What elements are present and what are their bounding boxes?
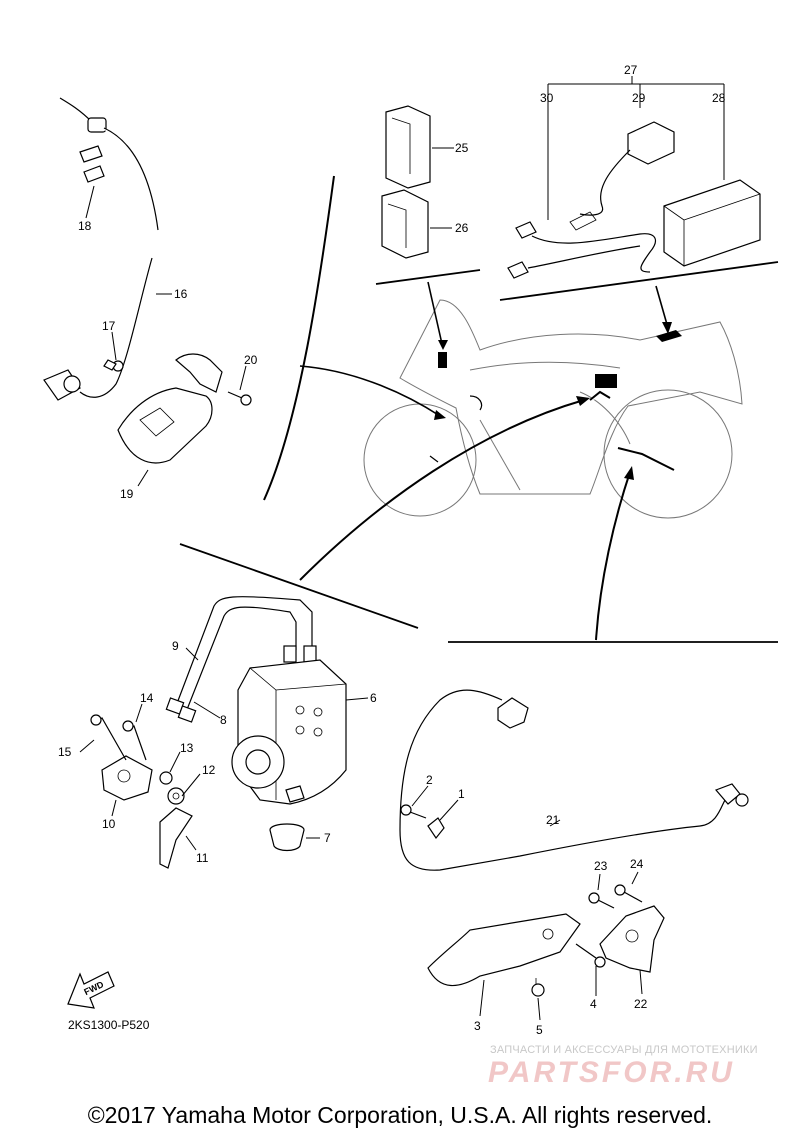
- rear-sensor-group: [399, 641, 778, 997]
- callout-8: 8: [220, 713, 227, 727]
- callout-4: 4: [590, 997, 597, 1011]
- screw-5: [531, 978, 545, 997]
- callout-5: 5: [536, 1023, 543, 1037]
- motorcycle-outline: [363, 299, 743, 519]
- connector-26: [381, 189, 429, 259]
- copyright-notice: ©2017 Yamaha Motor Corporation, U.S.A. A…: [87, 1102, 713, 1128]
- callout-17: 17: [102, 319, 116, 333]
- callout-28: 28: [712, 91, 726, 105]
- bracket-3: [427, 913, 581, 987]
- connector-25: [385, 105, 431, 189]
- callout-7: 7: [324, 831, 331, 845]
- union-b: [303, 645, 317, 663]
- damper-7: [269, 823, 305, 852]
- stay-11: [159, 807, 193, 869]
- callout-13: 13: [180, 741, 194, 755]
- rear-wheel: [603, 389, 733, 519]
- callout-25: 25: [455, 141, 469, 155]
- callout-leaders: [79, 147, 643, 1021]
- sensor-lead-21: [399, 689, 729, 871]
- callout-24: 24: [630, 857, 644, 871]
- holder-22: [599, 905, 665, 973]
- callout-23: 23: [594, 859, 608, 873]
- callout-27: 27: [624, 63, 638, 77]
- bolt-17: [103, 359, 124, 372]
- front-sensor-location: [438, 352, 447, 368]
- callout-20: 20: [244, 353, 258, 367]
- abs-unit-group: [90, 543, 419, 869]
- callout-21: 21: [546, 813, 560, 827]
- watermark-logo: PARTSFOR.RU: [488, 1056, 735, 1089]
- clamp-1: [427, 817, 445, 840]
- bolt-20: [227, 391, 252, 406]
- callout-6: 6: [370, 691, 377, 705]
- sensor-bracket-19: [117, 387, 213, 464]
- nut-13: [159, 771, 173, 785]
- bolt-4: [575, 943, 606, 968]
- callout-11: 11: [196, 851, 209, 865]
- callout-18: 18: [78, 219, 92, 233]
- unit-28: [663, 179, 761, 267]
- bolt-15: [90, 714, 127, 761]
- callout-2: 2: [426, 773, 433, 787]
- callout-1: 1: [458, 787, 465, 801]
- callout-12: 12: [202, 763, 216, 777]
- bolt-23: [588, 892, 615, 909]
- ecu-location: [656, 330, 682, 342]
- bolt-24: [614, 884, 643, 903]
- callout-29: 29: [632, 91, 646, 105]
- front-sensor-group: [43, 97, 252, 464]
- grommet: [87, 117, 107, 133]
- callout-22: 22: [634, 997, 648, 1011]
- callout-14: 14: [140, 691, 154, 705]
- union-a: [283, 645, 297, 663]
- bolt-14: [122, 720, 147, 761]
- bracket-10: [101, 755, 153, 801]
- coupler-29: [627, 121, 675, 165]
- callout-labels: 25 26 27 28 29 30 18 16 17 20 19 6 7 8 9…: [58, 63, 726, 1037]
- callout-15: 15: [58, 745, 72, 759]
- callout-26: 26: [455, 221, 469, 235]
- callout-3: 3: [474, 1019, 481, 1033]
- watermark-tagline: ЗАПЧАСТИ И АКСЕССУАРЫ ДЛЯ МОТОТЕХНИКИ: [490, 1044, 758, 1056]
- screw-2: [400, 804, 427, 819]
- sub-harness-group-27: [499, 76, 779, 301]
- diagram-code: 2KS1300-P520: [68, 1018, 150, 1032]
- location-pointers: [263, 175, 672, 641]
- fwd-arrow-icon: FWD: [67, 971, 115, 1009]
- callout-16: 16: [174, 287, 188, 301]
- callout-10: 10: [102, 817, 116, 831]
- abs-unit-location: [595, 374, 617, 388]
- lead-coupler: [497, 697, 529, 729]
- callout-9: 9: [172, 639, 179, 653]
- sensor-lead-16: [79, 257, 153, 398]
- clamp-18: [79, 145, 103, 163]
- connector-group: [375, 105, 481, 285]
- plug-30a: [515, 221, 537, 239]
- callout-19: 19: [120, 487, 134, 501]
- collar-12: [167, 787, 185, 805]
- callout-30: 30: [540, 91, 554, 105]
- front-wheel: [363, 403, 477, 517]
